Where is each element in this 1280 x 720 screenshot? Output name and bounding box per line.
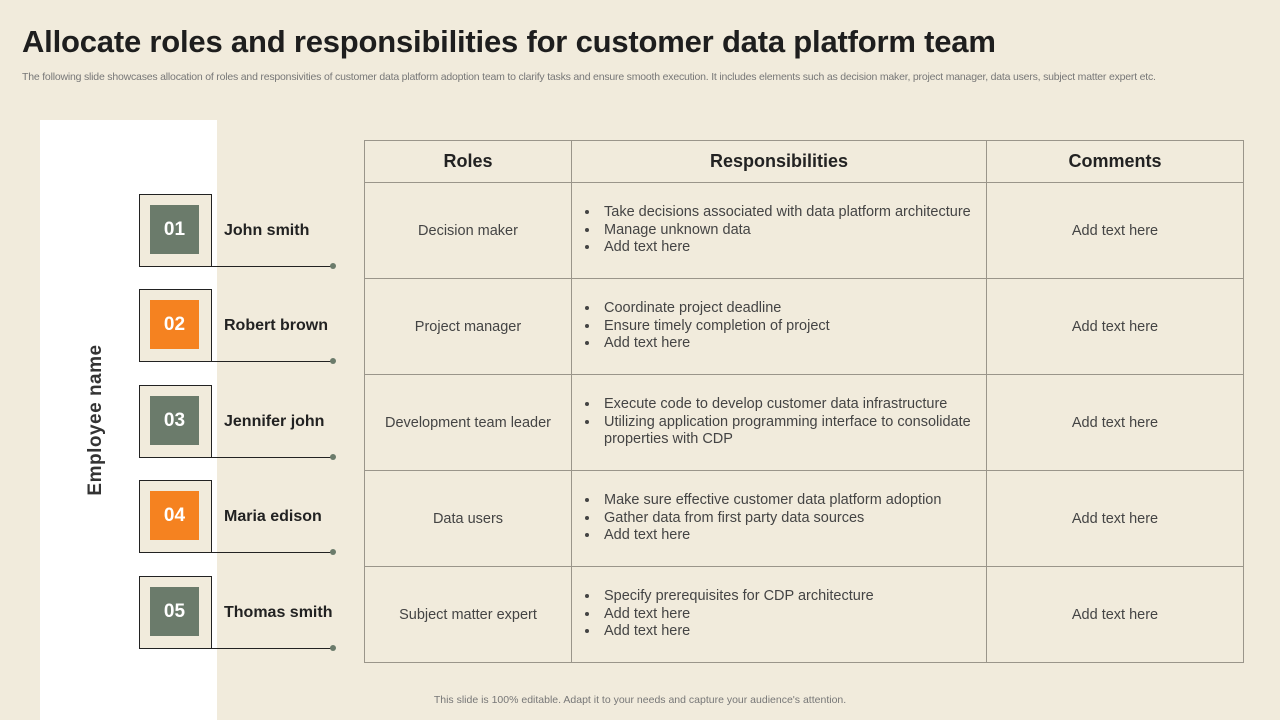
- employee-item: 03 Jennifer john: [139, 385, 339, 461]
- number-frame: 03: [139, 385, 212, 458]
- comment-cell: Add text here: [986, 278, 1244, 375]
- comment-cell: Add text here: [986, 566, 1244, 663]
- responsibility-item: Manage unknown data: [600, 222, 986, 240]
- employee-item: 02 Robert brown: [139, 289, 339, 365]
- responsibility-item: Take decisions associated with data plat…: [600, 204, 986, 222]
- employee-number: 02: [150, 300, 199, 349]
- responsibilities-cell: Execute code to develop customer data in…: [571, 374, 987, 471]
- responsibility-item: Coordinate project deadline: [600, 300, 986, 318]
- connector-dot: [330, 454, 336, 460]
- connector-line: [211, 266, 331, 267]
- number-frame: 02: [139, 289, 212, 362]
- responsibility-item: Execute code to develop customer data in…: [600, 396, 986, 414]
- number-frame: 04: [139, 480, 212, 553]
- role-cell: Subject matter expert: [364, 566, 572, 663]
- employee-name: Thomas smith: [224, 604, 333, 621]
- responsibility-item: Ensure timely completion of project: [600, 318, 986, 336]
- comment-cell: Add text here: [986, 374, 1244, 471]
- employee-number: 01: [150, 205, 199, 254]
- employee-item: 04 Maria edison: [139, 480, 339, 556]
- subtitle: The following slide showcases allocation…: [22, 71, 1156, 83]
- page-title: Allocate roles and responsibilities for …: [22, 24, 996, 59]
- employee-name: Robert brown: [224, 317, 328, 334]
- connector-dot: [330, 645, 336, 651]
- number-frame: 05: [139, 576, 212, 649]
- responsibilities-cell: Make sure effective customer data platfo…: [571, 470, 987, 567]
- footer-note: This slide is 100% editable. Adapt it to…: [433, 694, 847, 706]
- responsibilities-cell: Take decisions associated with data plat…: [571, 182, 987, 279]
- connector-dot: [330, 549, 336, 555]
- responsibility-item: Add text here: [600, 335, 986, 353]
- connector-dot: [330, 358, 336, 364]
- role-cell: Data users: [364, 470, 572, 567]
- responsibility-item: Specify prerequisites for CDP architectu…: [600, 588, 986, 606]
- number-frame: 01: [139, 194, 212, 267]
- table-row: Project managerCoordinate project deadli…: [364, 278, 1244, 375]
- table-row: Data users Make sure effective customer d…: [364, 470, 1244, 567]
- connector-line: [211, 457, 331, 458]
- employee-number: 05: [150, 587, 199, 636]
- role-cell: Project manager: [364, 278, 572, 375]
- responsibility-item: Add text here: [600, 527, 986, 545]
- responsibilities-cell: Coordinate project deadlineEnsure timely…: [571, 278, 987, 375]
- employee-name-label: Employee name: [85, 344, 106, 496]
- role-cell: Decision maker: [364, 182, 572, 279]
- connector-line: [211, 361, 331, 362]
- connector-line: [211, 552, 331, 553]
- column-header: Roles: [364, 140, 572, 183]
- employee-number: 03: [150, 396, 199, 445]
- responsibility-item: Gather data from first party data source…: [600, 510, 986, 528]
- table-row: Decision maker Take decisions associated …: [364, 182, 1244, 279]
- column-header: Comments: [986, 140, 1244, 183]
- comment-cell: Add text here: [986, 182, 1244, 279]
- responsibility-item: Add text here: [600, 623, 986, 641]
- employee-number: 04: [150, 491, 199, 540]
- employee-name: John smith: [224, 222, 310, 239]
- employee-name: Maria edison: [224, 508, 322, 525]
- connector-line: [211, 648, 331, 649]
- employee-name: Jennifer john: [224, 413, 325, 430]
- comment-cell: Add text here: [986, 470, 1244, 567]
- employee-item: 05 Thomas smith: [139, 576, 339, 652]
- table-row: Subject matter expert Specify prerequisit…: [364, 566, 1244, 663]
- role-cell: Development team leader: [364, 374, 572, 471]
- column-header: Responsibilities: [571, 140, 987, 183]
- connector-dot: [330, 263, 336, 269]
- responsibility-item: Utilizing application programming interf…: [600, 414, 986, 449]
- responsibility-item: Add text here: [600, 606, 986, 624]
- table-row: Development team leader Execute code to d…: [364, 374, 1244, 471]
- responsibilities-cell: Specify prerequisites for CDP architectu…: [571, 566, 987, 663]
- responsibility-item: Add text here: [600, 239, 986, 257]
- employee-item: 01 John smith: [139, 194, 339, 270]
- responsibility-item: Make sure effective customer data platfo…: [600, 492, 986, 510]
